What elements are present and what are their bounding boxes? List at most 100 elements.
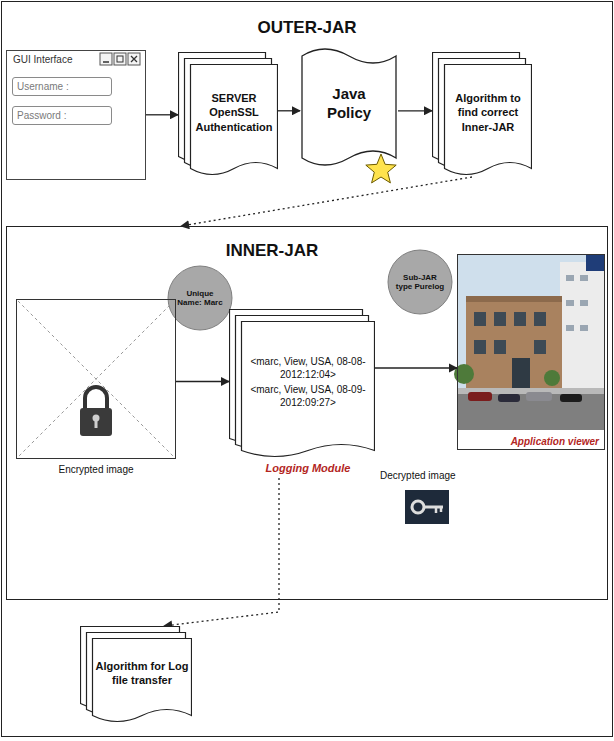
- sky: [458, 255, 604, 430]
- window: [494, 312, 506, 326]
- text-area: Sub-JAR type Purelog: [394, 256, 446, 308]
- viewer-caption: Application viewer: [509, 436, 601, 447]
- white-building: [560, 262, 604, 392]
- outside-label-area: Logging Module: [241, 462, 375, 474]
- key-tooth: [440, 507, 443, 512]
- diagram-title: OUTER-JAR: [257, 18, 356, 38]
- window: [566, 275, 574, 281]
- window: [580, 275, 588, 281]
- text-stack: SERVER OpenSSL Authentication: [193, 91, 275, 134]
- placeholder-cross: [18, 301, 174, 457]
- window: [514, 312, 526, 326]
- image-caption: Decrypted image: [380, 470, 456, 481]
- circle-shape: [168, 266, 232, 330]
- text-area: Java Policy: [306, 64, 392, 144]
- info-circle: Sub-JAR type Purelog: [387, 249, 453, 315]
- inner-jar-frame: INNER-JAR Unique Name: Marc Sub-JAR type P…: [6, 226, 608, 600]
- text-area: Unique Name: Marc: [174, 272, 226, 324]
- frame-title: INNER-JAR: [187, 241, 357, 261]
- key-tooth: [435, 507, 438, 513]
- text-stack: Algorithm to find correct Inner-JAR: [447, 91, 529, 134]
- text-area: SERVER OpenSSL Authentication: [193, 66, 275, 159]
- window-buttons: [100, 53, 140, 65]
- box-label: Algorithm to find correct Inner-JAR: [447, 91, 529, 134]
- text-stack: <marc, View, USA, 08-08-2012:12:04><marc…: [244, 353, 372, 411]
- window: [580, 300, 588, 306]
- document-stack: Algorithm for Log file transfer: [80, 626, 192, 724]
- encrypted-image-picture: [18, 301, 174, 457]
- text-stack: Unique Name: Marc: [174, 289, 226, 307]
- document-page: [191, 65, 278, 175]
- minimize-glyph: [103, 61, 109, 63]
- title-area: OUTER-JAR: [0, 18, 614, 38]
- logging-module-stack: <marc, View, USA, 08-08-2012:12:04><marc…: [229, 309, 375, 476]
- window: [566, 300, 574, 306]
- key-icon: [405, 490, 449, 524]
- window: [580, 325, 588, 331]
- dotted-arrow: [181, 177, 472, 226]
- entrance: [512, 358, 530, 388]
- maximize-glyph: [117, 56, 123, 62]
- text-area: Algorithm for Log file transfer: [95, 640, 189, 706]
- tree: [544, 370, 560, 386]
- window: [534, 340, 546, 354]
- encrypted-image-box: Encrypted image: [16, 299, 176, 481]
- key-background: [405, 490, 449, 524]
- policy-banner: Java Policy: [300, 42, 398, 192]
- car: [526, 392, 552, 401]
- box-label: SERVER OpenSSL Authentication: [193, 91, 275, 134]
- close-button: [128, 53, 140, 65]
- text-area: Algorithm to find correct Inner-JAR: [447, 66, 529, 159]
- module-caption: Logging Module: [241, 462, 375, 474]
- circle-label: Sub-JAR type Purelog: [394, 273, 446, 291]
- gui-window: GUI InterfaceUsername : Password :: [6, 50, 146, 180]
- circle-shape: [388, 250, 452, 314]
- window-title: GUI Interface: [13, 54, 145, 65]
- close-glyph: [131, 56, 137, 62]
- building-photo: [454, 255, 604, 449]
- car: [468, 392, 492, 401]
- corner-mark: [586, 255, 604, 271]
- maximize-button: [114, 53, 126, 65]
- lock-body: [80, 408, 112, 436]
- dotted-arrow: [164, 478, 279, 626]
- viewer-caption-area: Application viewer: [509, 436, 601, 447]
- image-caption: Encrypted image: [16, 464, 176, 475]
- car: [498, 394, 520, 402]
- banner-label: Java Policy: [314, 85, 384, 123]
- box-label: Algorithm for Log file transfer: [95, 659, 189, 688]
- text-area: <marc, View, USA, 08-08-2012:12:04><marc…: [244, 323, 372, 441]
- frame-title-area: INNER-JAR: [187, 241, 357, 261]
- document-stack: Algorithm to find correct Inner-JAR: [432, 52, 532, 177]
- window: [494, 340, 506, 354]
- info-circle: Unique Name: Marc: [167, 265, 233, 331]
- input-field-label: Username :: [12, 77, 112, 96]
- flow-arrow: [146, 114, 178, 115]
- window: [534, 312, 546, 326]
- document-page: [242, 322, 375, 457]
- circle-label: Unique Name: Marc: [174, 289, 226, 307]
- document-stack: SERVER OpenSSL Authentication: [178, 52, 278, 177]
- roof: [466, 296, 562, 302]
- text-stack: Algorithm for Log file transfer: [95, 659, 189, 688]
- box-label: <marc, View, USA, 08-08-2012:12:04>: [244, 355, 372, 381]
- car: [560, 394, 582, 402]
- input-field-label: Password :: [12, 106, 112, 125]
- window: [474, 312, 486, 326]
- flow-arrow: [375, 367, 457, 368]
- placeholder-cross: [18, 301, 174, 457]
- banner-shape: [302, 49, 396, 165]
- window: [474, 340, 486, 354]
- window: [566, 325, 574, 331]
- caption-strip: [458, 430, 604, 449]
- lock-keyhole: [95, 419, 98, 428]
- minimize-button: [100, 53, 112, 65]
- lock-shackle: [85, 387, 107, 410]
- image-caption-area: Encrypted image: [16, 464, 176, 475]
- brick-building: [466, 302, 562, 390]
- document-page: [445, 65, 532, 175]
- document-page: [93, 639, 192, 722]
- star-icon: [366, 154, 396, 183]
- box-label: <marc, View, USA, 08-09-2012:09:27>: [244, 383, 372, 409]
